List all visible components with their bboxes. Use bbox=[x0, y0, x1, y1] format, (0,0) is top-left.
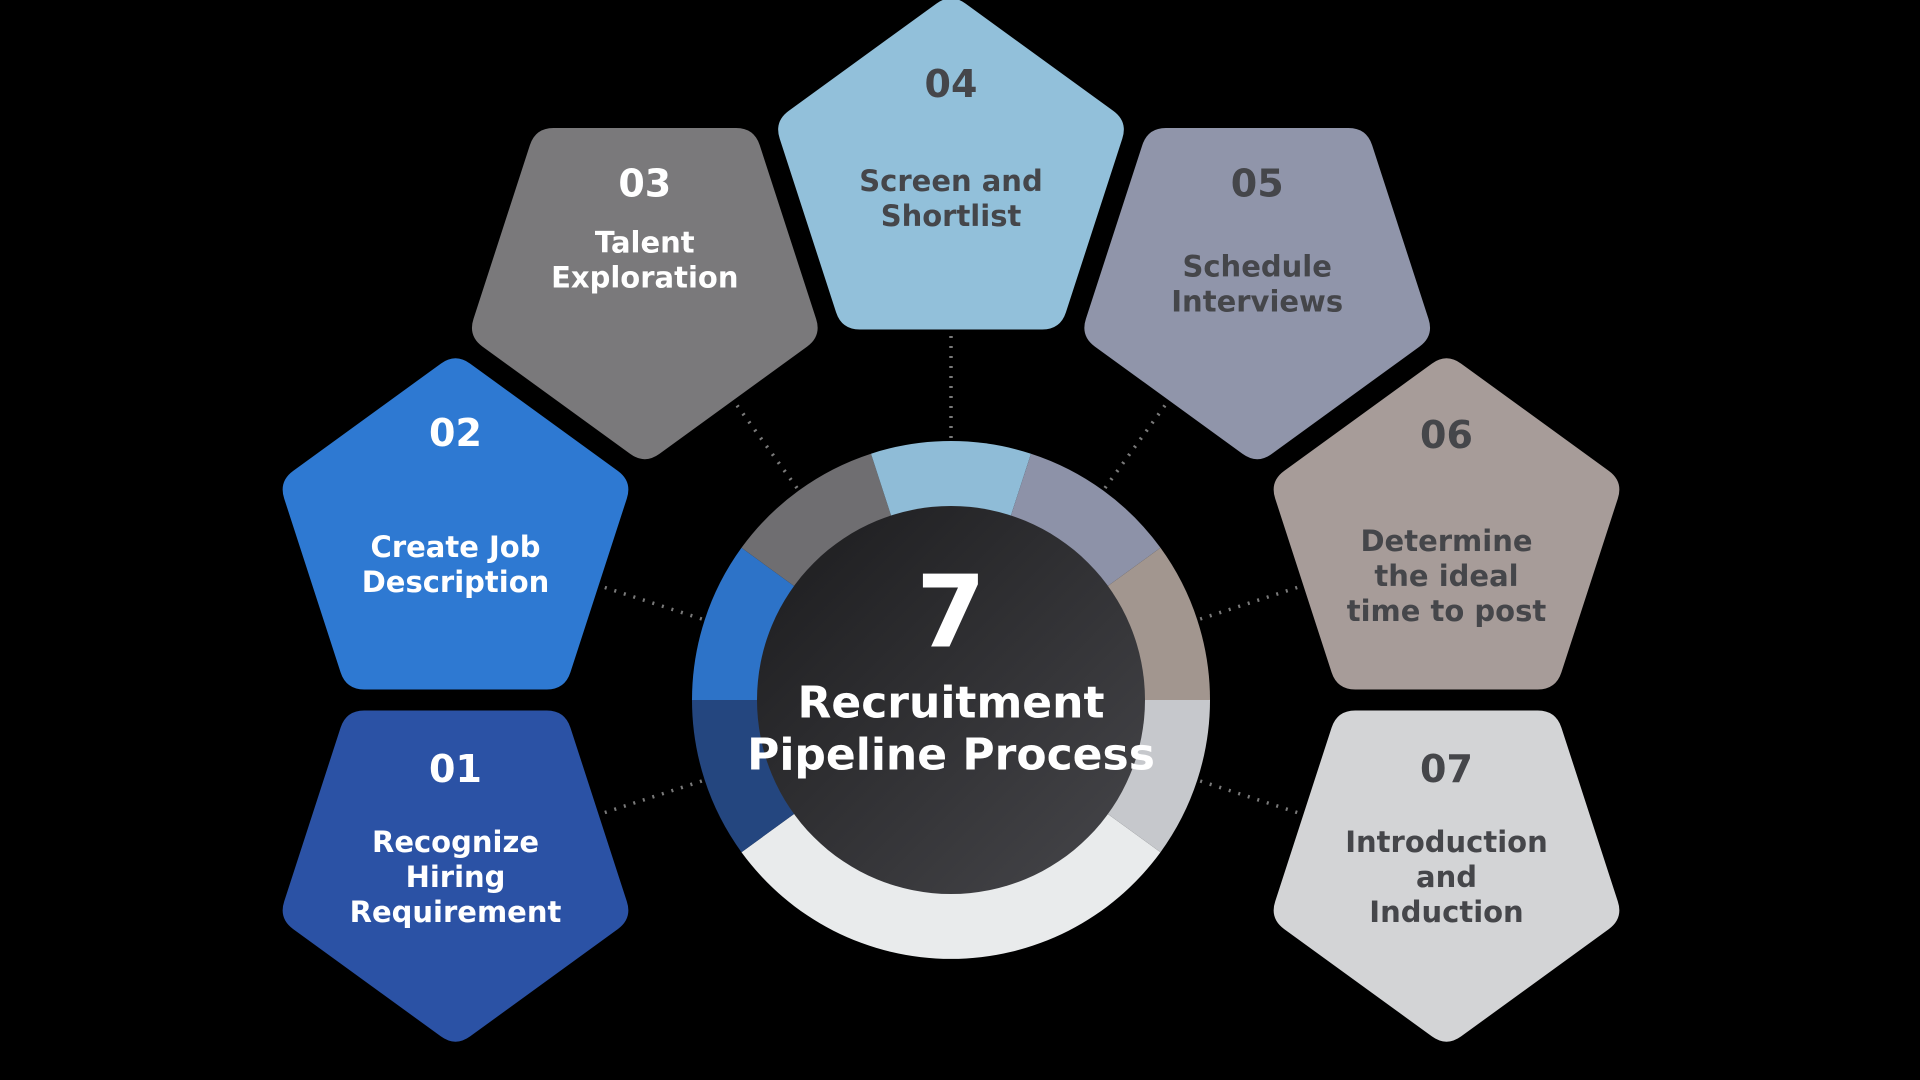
step-pentagon-01 bbox=[282, 710, 629, 1042]
step-pentagon-04 bbox=[778, 0, 1124, 330]
step-number-03: 03 bbox=[618, 162, 671, 206]
center-circle bbox=[757, 506, 1145, 894]
step-pentagon-07 bbox=[1273, 710, 1620, 1042]
step-label-line-07-1: Introduction bbox=[1345, 825, 1548, 859]
step-pentagon-03 bbox=[471, 128, 818, 460]
step-label-line-05-2: Interviews bbox=[1171, 285, 1343, 319]
center-number: 7 bbox=[916, 554, 986, 671]
connector-line-07 bbox=[1199, 779, 1308, 818]
step-label-line-01-3: Requirement bbox=[350, 895, 562, 929]
step-number-01: 01 bbox=[429, 747, 482, 791]
connector-line-06 bbox=[1199, 582, 1308, 621]
connector-line-01 bbox=[594, 779, 703, 818]
step-pentagon-02 bbox=[282, 358, 629, 690]
connector-line-02 bbox=[594, 582, 703, 621]
step-label-line-06-3: time to post bbox=[1347, 594, 1547, 628]
center-title-line1: Recruitment bbox=[798, 678, 1105, 729]
step-label-line-02-1: Create Job bbox=[371, 530, 541, 564]
step-label-line-07-2: and bbox=[1416, 860, 1477, 894]
step-label-line-01-2: Hiring bbox=[406, 860, 506, 894]
step-label-line-07-3: Induction bbox=[1369, 895, 1523, 929]
step-number-06: 06 bbox=[1420, 413, 1473, 457]
step-number-04: 04 bbox=[925, 62, 978, 106]
step-number-07: 07 bbox=[1420, 747, 1473, 791]
connector-line-03 bbox=[729, 396, 799, 490]
step-label-line-05-1: Schedule bbox=[1182, 250, 1331, 284]
connector-line-05 bbox=[1103, 396, 1173, 490]
step-label-line-02-2: Description bbox=[362, 565, 550, 599]
step-label-line-03-1: Talent bbox=[595, 226, 695, 260]
step-number-05: 05 bbox=[1231, 162, 1284, 206]
step-pentagon-05 bbox=[1084, 128, 1431, 460]
step-label-line-06-1: Determine bbox=[1360, 524, 1532, 558]
step-number-02: 02 bbox=[429, 411, 482, 455]
step-label-line-03-2: Exploration bbox=[551, 261, 738, 295]
step-pentagon-06 bbox=[1273, 358, 1620, 690]
step-label-line-06-2: the ideal bbox=[1374, 559, 1518, 593]
step-label-line-04-1: Screen and bbox=[859, 164, 1042, 198]
step-label-line-04-2: Shortlist bbox=[881, 199, 1022, 233]
step-label-line-01-1: Recognize bbox=[372, 825, 539, 859]
center-title-line2: Pipeline Process bbox=[747, 730, 1155, 781]
